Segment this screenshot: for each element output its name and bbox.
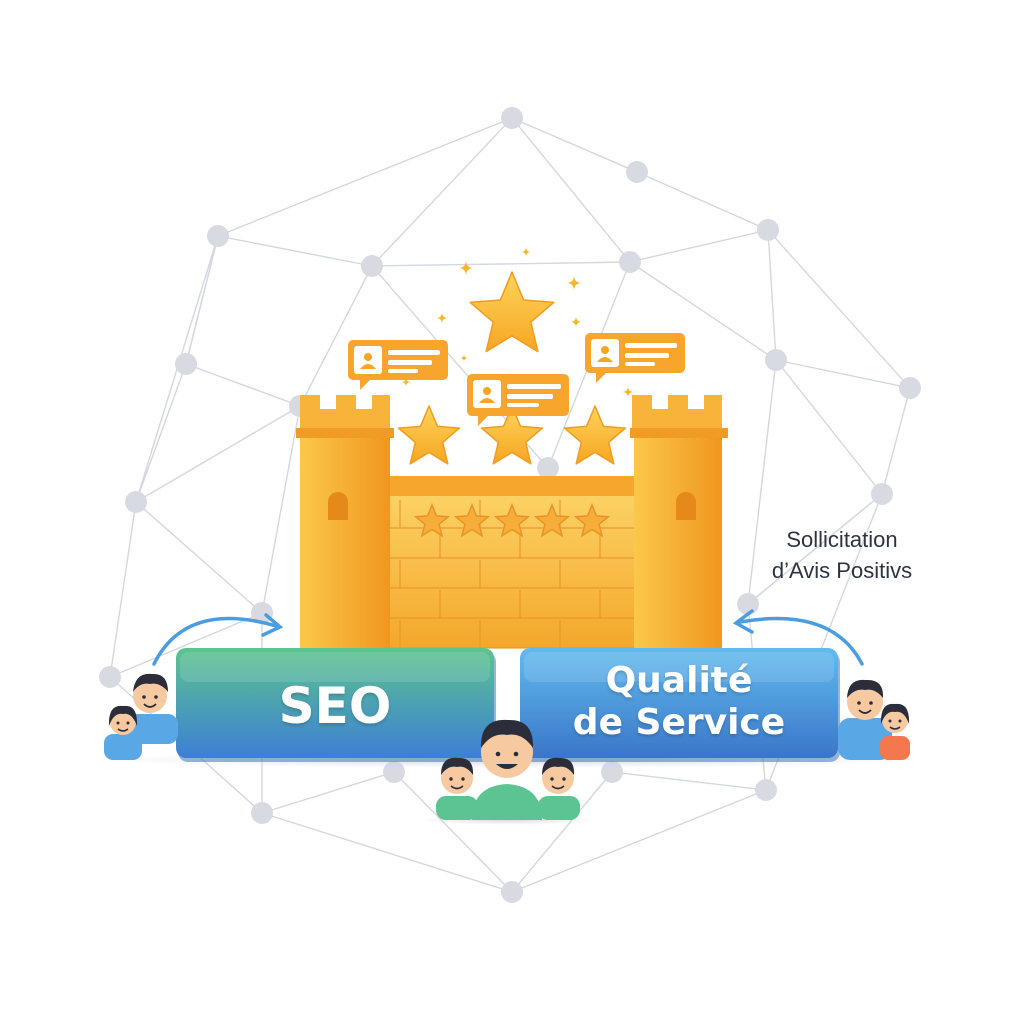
rating-star [563,405,627,465]
network-edge [767,229,777,361]
tower-window [328,492,348,520]
arrow-left [152,613,284,666]
sparkle [521,247,531,257]
network-edge [135,501,263,614]
rating-star [469,271,555,353]
network-node [626,161,648,183]
network-node [125,491,147,513]
wall-star [533,502,571,538]
service-panel [520,648,840,762]
network-node [619,251,641,273]
network-edge [767,229,911,389]
sparkle [458,260,474,276]
wall-star-rating [413,502,611,538]
network-edge [747,493,883,605]
service-quality-line-1: Qualité [605,660,753,701]
sollicitation-line-2: d’Avis Positivs [771,558,913,583]
sparkle [570,316,582,328]
rating-star [397,405,461,465]
network-edge [261,771,395,814]
left-tower [296,395,394,650]
network-edge [299,265,373,407]
network-edge [511,117,638,173]
network-edge [881,387,911,495]
network-edge [393,771,513,893]
network-edge [109,501,137,678]
review-bubble-left [348,340,448,390]
people-group-left [104,673,178,760]
network-node [757,219,779,241]
sparkle [566,275,582,291]
network-node [899,377,921,399]
network-edge [185,235,219,365]
sparkle [436,312,448,324]
network-edge [775,359,911,389]
network-edge [261,812,513,893]
network-edge [775,359,883,495]
service-quality-label: Qualité de Service [520,660,838,744]
network-edge [511,771,613,893]
network-node [755,779,777,801]
network-edge [511,117,631,263]
people-group-right [838,679,910,760]
network-edge [371,261,631,267]
network-edge [185,363,301,407]
wall-star [413,502,451,538]
review-bubble-right [585,333,685,383]
service-quality-line-2: de Service [572,702,786,743]
network-node [871,483,893,505]
network-node [501,107,523,129]
sparkles [401,247,634,398]
network-node [175,353,197,375]
network-edge [629,229,769,263]
network-edge [109,612,263,678]
network-edge [217,235,373,267]
wall-star [573,502,611,538]
network-edge [371,117,513,267]
wall-star [453,502,491,538]
castle-wall [380,478,642,648]
network-edge [135,405,301,503]
network-edge [217,117,513,237]
sparkle [622,386,634,398]
seo-panel [176,648,496,762]
people-group-center [436,719,580,820]
network-edge [261,405,301,614]
rating-stars [397,271,627,465]
rating-star [480,405,544,465]
right-tower [630,395,728,650]
network-node [251,802,273,824]
network-edge [611,771,767,791]
network-edge [747,359,777,605]
network-edge [629,261,777,361]
network-node [737,593,759,615]
review-bubble-center [467,374,569,426]
sparkle [460,354,468,362]
sollicitation-line-1: Sollicitation [786,527,898,552]
sparkle [401,377,411,387]
network-node [99,666,121,688]
seo-label: SEO [278,677,392,735]
network-node [765,349,787,371]
castle [296,395,728,650]
tower-window [676,492,696,520]
network-node [361,255,383,277]
network-node [537,457,559,479]
wall-star [493,502,531,538]
network-edge [636,171,769,231]
network-node [501,881,523,903]
network-edge [511,789,767,893]
network-edge [135,363,187,503]
arrow-right [732,609,864,666]
castle-wall-rim [372,476,648,496]
network-node [207,225,229,247]
sollicitation-label: Sollicitation d’Avis Positivs [742,524,942,586]
